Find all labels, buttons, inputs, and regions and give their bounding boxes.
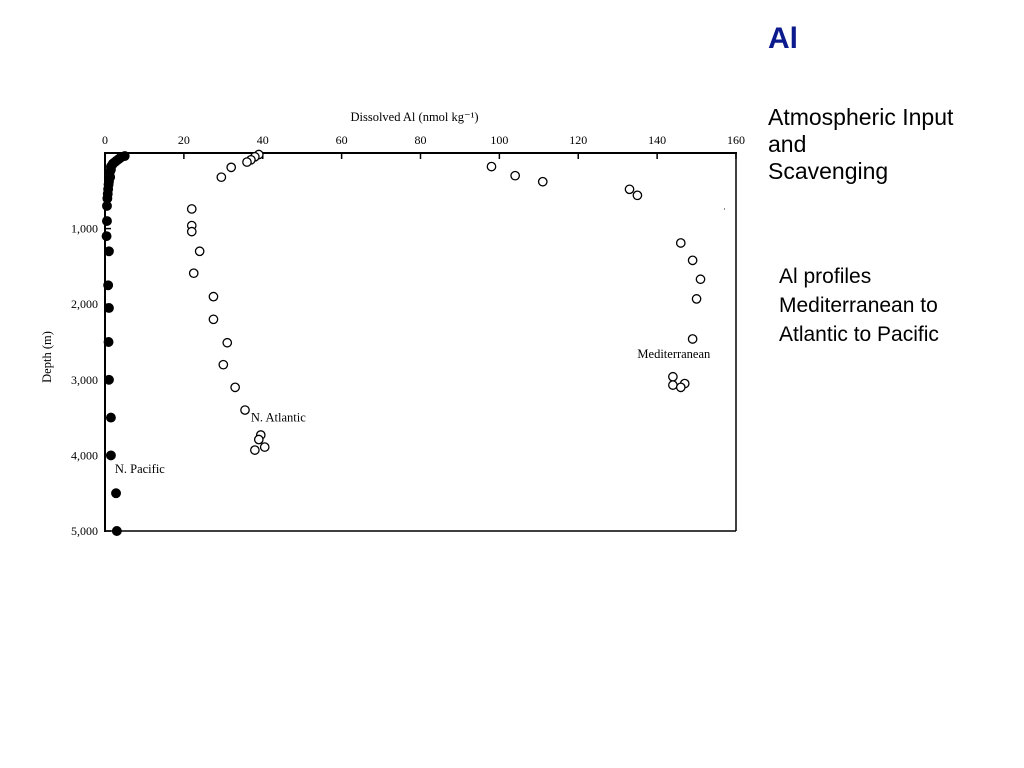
chart-axes bbox=[104, 152, 737, 532]
chart-marks bbox=[101, 149, 706, 536]
x-tick-label: 160 bbox=[727, 133, 745, 147]
x-tick-label: 140 bbox=[648, 133, 666, 147]
series-label: N. Atlantic bbox=[251, 410, 306, 424]
data-point bbox=[259, 442, 270, 452]
data-point bbox=[537, 176, 548, 187]
data-point bbox=[103, 246, 114, 257]
chart-ticks: 0 20 40 60 80 100 120 140 160 1,000 2,000 3,000 4,00… bbox=[71, 133, 745, 538]
caption-line: Mediterranean to bbox=[779, 294, 938, 317]
data-point bbox=[216, 172, 227, 183]
data-point bbox=[105, 412, 116, 423]
y-tick-label: 1,000 bbox=[71, 222, 98, 236]
data-point bbox=[675, 238, 686, 248]
data-point bbox=[486, 161, 497, 172]
data-point bbox=[208, 291, 219, 302]
data-point bbox=[240, 405, 250, 415]
data-point bbox=[102, 200, 112, 211]
data-point bbox=[222, 337, 233, 348]
x-tick-label: 20 bbox=[178, 133, 190, 147]
data-point bbox=[242, 157, 252, 167]
y-tick-label: 2,000 bbox=[71, 297, 98, 311]
data-point bbox=[111, 526, 122, 536]
x-tick-label: 100 bbox=[490, 133, 508, 147]
data-point bbox=[226, 162, 237, 173]
subtitle-line: Atmospheric Input bbox=[768, 104, 954, 130]
data-point bbox=[624, 184, 635, 195]
data-point bbox=[632, 190, 643, 201]
y-tick-label: 5,000 bbox=[71, 524, 98, 538]
data-point bbox=[687, 334, 698, 344]
data-point bbox=[111, 488, 121, 499]
data-point bbox=[186, 204, 197, 214]
data-point bbox=[691, 294, 702, 304]
x-tick-label: 80 bbox=[415, 133, 427, 147]
data-point bbox=[250, 445, 260, 455]
subtitle-line: Scavenging bbox=[768, 158, 889, 184]
slide-subtitle: Atmospheric Input and Scavenging bbox=[768, 104, 1018, 185]
slide-title: Al bbox=[768, 22, 798, 55]
caption-line: Atlantic to Pacific bbox=[779, 323, 939, 346]
x-tick-label: 0 bbox=[102, 133, 108, 147]
data-point bbox=[668, 371, 678, 382]
data-point bbox=[186, 226, 197, 237]
x-axis-label: Dissolved Al (nmol kg⁻¹) bbox=[350, 110, 478, 124]
scan-mark bbox=[724, 208, 725, 210]
y-tick-label: 4,000 bbox=[71, 448, 98, 462]
data-point bbox=[695, 274, 706, 285]
slide-caption: Al profiles Mediterranean to Atlantic to… bbox=[779, 262, 1019, 349]
series-label: Mediterranean bbox=[637, 347, 711, 361]
data-point bbox=[668, 380, 678, 390]
x-tick-label: 60 bbox=[336, 133, 348, 147]
data-point bbox=[194, 246, 205, 257]
data-point bbox=[253, 434, 264, 445]
data-point bbox=[101, 231, 112, 242]
data-point bbox=[103, 337, 114, 347]
series-label: N. Pacific bbox=[115, 462, 165, 476]
data-point bbox=[105, 450, 116, 461]
data-point bbox=[208, 314, 219, 325]
data-point bbox=[510, 170, 521, 181]
x-tick-label: 40 bbox=[257, 133, 269, 147]
data-point bbox=[103, 280, 114, 291]
x-tick-label: 120 bbox=[569, 133, 587, 147]
data-point bbox=[102, 216, 112, 226]
data-point bbox=[103, 374, 114, 385]
depth-profile-chart: 0 20 40 60 80 100 120 140 160 1,000 2,000 3,000 4,00… bbox=[40, 110, 745, 538]
subtitle-line: and bbox=[768, 131, 807, 157]
data-point bbox=[675, 382, 686, 393]
data-point bbox=[103, 303, 114, 313]
data-point bbox=[230, 382, 240, 393]
chart-labels: Dissolved Al (nmol kg⁻¹) Depth (m) N. Paci… bbox=[40, 110, 711, 476]
data-point bbox=[218, 359, 229, 370]
y-tick-label: 3,000 bbox=[71, 373, 98, 387]
data-point bbox=[687, 255, 698, 266]
caption-line: Al profiles bbox=[779, 265, 872, 288]
y-axis-label: Depth (m) bbox=[40, 331, 54, 383]
data-point bbox=[188, 268, 199, 279]
